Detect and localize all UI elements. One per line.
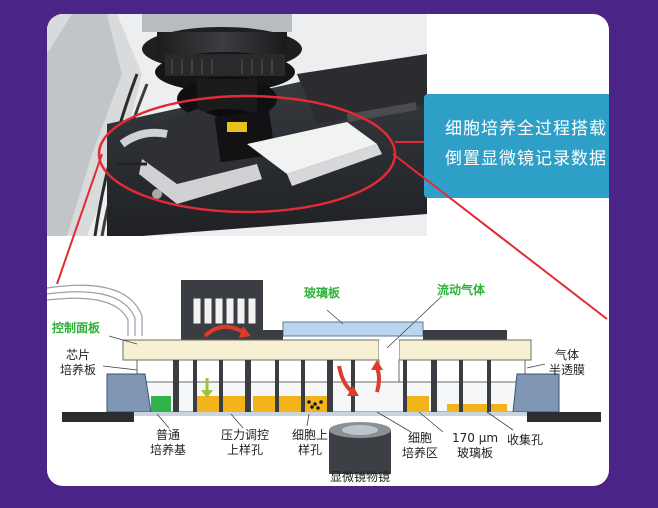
label-chip-line-2: 培养板 — [59, 363, 96, 377]
label-culture-area: 细胞 培养区 — [397, 431, 443, 461]
microscope-photo — [47, 14, 427, 236]
label-170um-line-1: 170 μm — [451, 431, 499, 445]
label-cell-inlet: 细胞上 样孔 — [285, 428, 335, 458]
label-chip-line-1: 芯片 — [65, 348, 90, 362]
callout-line-2: 倒置显微镜记录数据 — [445, 149, 607, 169]
callout-line-1: 细胞培养全过程搭载 — [445, 119, 607, 139]
label-pressure-line-2: 上样孔 — [226, 443, 263, 457]
label-objective: 显微镜物镜 — [330, 470, 391, 484]
label-170um-glass: 170 μm 玻璃板 — [447, 431, 503, 461]
label-flowing-gas: 流动气体 — [437, 283, 486, 297]
label-medium-line-2: 培养基 — [149, 443, 186, 457]
label-gas-line-1: 气体 — [554, 348, 579, 362]
figure-card: 细胞培养全过程搭载 倒置显微镜记录数据 — [47, 14, 609, 486]
label-control-panel: 控制面板 — [52, 321, 101, 335]
label-pressure-line-1: 压力调控 — [220, 428, 269, 442]
label-medium-line-1: 普通 — [155, 428, 180, 442]
label-pressure-inlet: 压力调控 上样孔 — [213, 428, 277, 458]
label-gas-membrane: 气体 半透膜 — [537, 348, 597, 378]
label-cell-inlet-line-1: 细胞上 — [291, 428, 328, 442]
label-culture-area-line-2: 培养区 — [401, 446, 438, 460]
chip-cross-section — [47, 280, 601, 474]
callout-connector — [56, 141, 608, 320]
label-medium: 普通 培养基 — [143, 428, 193, 458]
label-collection-hole: 收集孔 — [507, 433, 544, 447]
label-gas-line-2: 半透膜 — [548, 363, 585, 377]
label-culture-area-line-1: 细胞 — [407, 431, 432, 445]
callout-box: 细胞培养全过程搭载 倒置显微镜记录数据 — [424, 94, 609, 198]
label-chip: 芯片 培养板 — [52, 348, 104, 378]
label-cell-inlet-line-2: 样孔 — [297, 443, 322, 457]
label-170um-line-2: 玻璃板 — [456, 446, 493, 460]
label-glass-plate: 玻璃板 — [304, 286, 341, 300]
